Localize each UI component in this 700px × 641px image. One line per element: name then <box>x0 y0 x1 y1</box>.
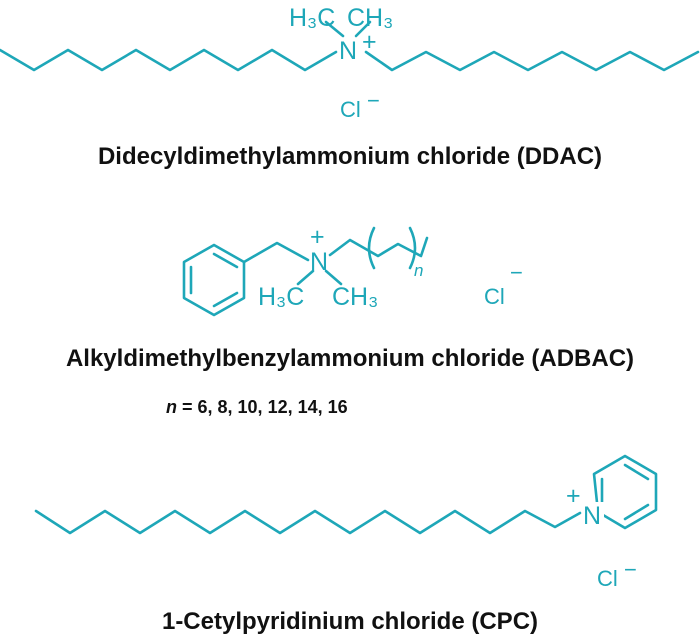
cpc-chloride-charge: − <box>624 557 637 582</box>
adbac-n-values: = 6, 8, 10, 12, 14, 16 <box>177 397 348 417</box>
cpc-ring-inner-bond-1 <box>623 463 650 481</box>
adbac-repeat-bracket-right <box>408 226 417 270</box>
adbac-positive-charge: + <box>310 223 325 251</box>
ddac-nitrogen-atom: N <box>339 37 357 65</box>
ddac-left-decyl-chain <box>0 48 338 72</box>
cpc-pyridinium-ring <box>592 454 658 530</box>
adbac-repeat-subscript-n: n <box>414 261 423 280</box>
adbac-benzyl-bonds <box>242 241 310 264</box>
adbac-methyl-bond-right <box>324 269 343 286</box>
adbac-methyl-left-label: H₃C <box>258 283 304 311</box>
adbac-benzene-inner-bond-1 <box>212 252 239 269</box>
adbac-n-values-line: n = 6, 8, 10, 12, 14, 16 <box>166 397 348 418</box>
ddac-chloride-label: Cl <box>340 97 361 122</box>
adbac-methyl-bond-left <box>296 269 315 286</box>
ddac-right-decyl-chain <box>364 50 700 72</box>
ddac-positive-charge: + <box>362 28 377 56</box>
adbac-chloride-label: Cl <box>484 284 505 309</box>
cpc-ring-inner-bond-2 <box>623 503 650 521</box>
adbac-n-variable: n <box>166 397 177 417</box>
ddac-methyl-left-label: H₃C <box>289 4 335 32</box>
ddac-structure: N + H₃C CH₃ Cl − <box>0 4 700 122</box>
ddac-chloride-charge: − <box>367 88 380 113</box>
ddac-methyl-right-label: CH₃ <box>347 4 393 32</box>
adbac-methyl-right-label: CH₃ <box>332 283 378 311</box>
ddac-methyl-bond-right <box>354 20 372 38</box>
adbac-name-caption: Alkyldimethylbenzylammonium chloride (AD… <box>65 345 635 372</box>
ddac-name-caption: Didecyldimethylammonium chloride (DDAC) <box>97 143 603 170</box>
cpc-nitrogen-mask <box>582 502 604 526</box>
adbac-structure: N + H₃C CH₃ n Cl − <box>182 223 523 317</box>
adbac-nitrogen-atom: N <box>310 248 328 276</box>
cpc-cetyl-chain <box>34 509 582 535</box>
cpc-name-caption: 1-Cetylpyridinium chloride (CPC) <box>161 608 539 635</box>
cpc-nitrogen-atom: N <box>583 502 601 530</box>
cpc-structure: N + Cl − <box>34 454 658 591</box>
ddac-methyl-bond-left <box>324 20 345 38</box>
adbac-alkyl-chain <box>328 236 429 258</box>
adbac-chloride-charge: − <box>510 260 523 285</box>
adbac-benzene-ring <box>182 243 246 317</box>
adbac-repeat-bracket-left <box>367 226 376 270</box>
cpc-chloride-label: Cl <box>597 566 618 591</box>
cpc-positive-charge: + <box>566 482 581 510</box>
adbac-benzene-inner-bond-2 <box>212 291 239 308</box>
